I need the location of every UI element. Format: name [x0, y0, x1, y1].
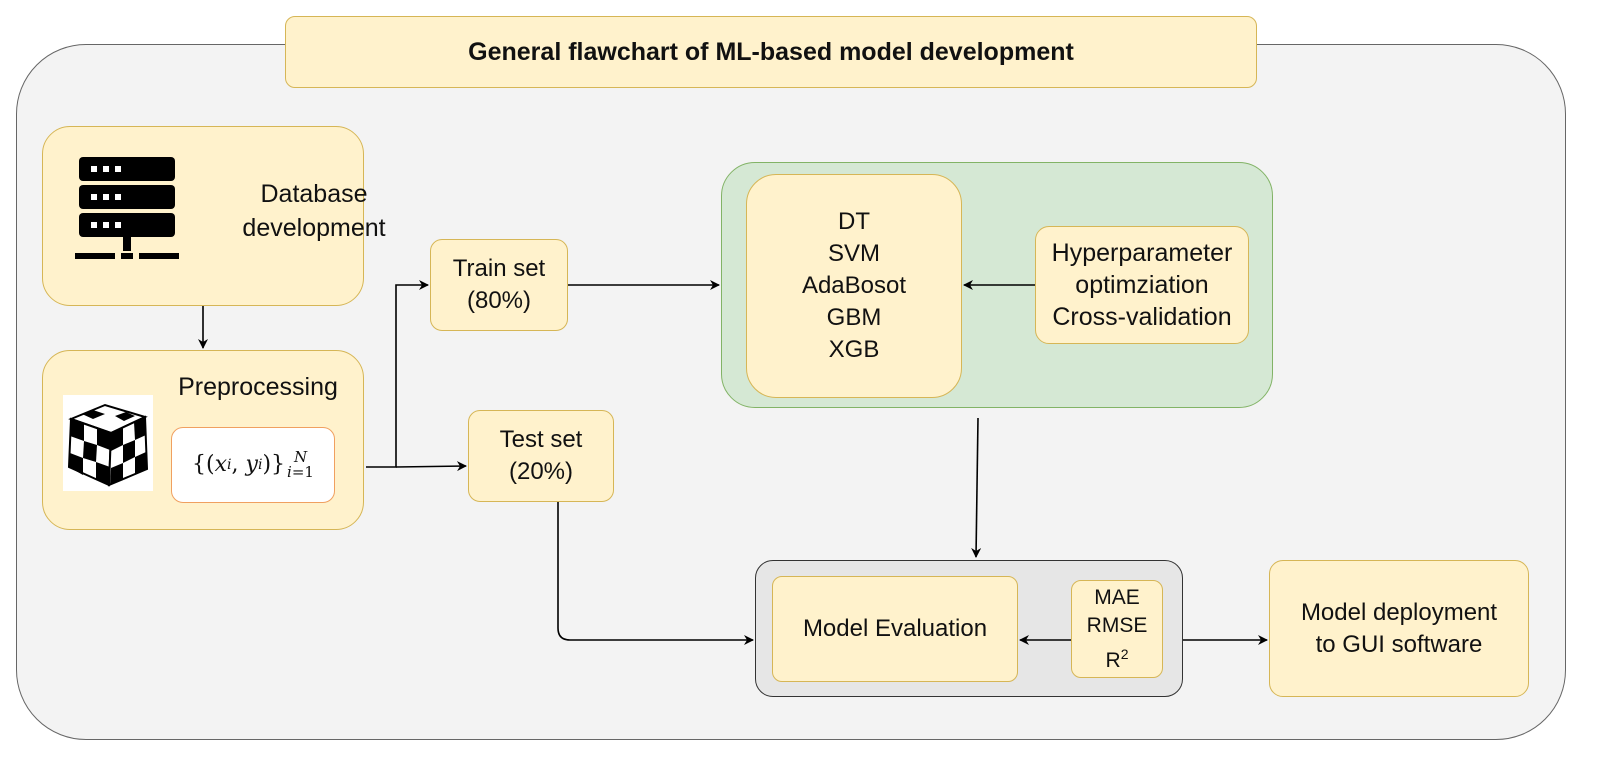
database-development-box: Database development	[42, 126, 386, 306]
arrow-test-to-evaluation	[557, 502, 754, 645]
arrow-preprocessing-split	[366, 280, 429, 468]
arrow-models-to-evaluation	[971, 417, 982, 558]
preprocessing-label: Preprocessing	[178, 373, 338, 401]
model-xgb: XGB	[828, 336, 880, 363]
deployment-line1: Model deployment	[1300, 598, 1498, 626]
hyperparameter-line1: Hyperparameter	[1051, 239, 1233, 267]
test-set-percent: (20%)	[508, 458, 574, 485]
train-set-percent: (80%)	[466, 287, 532, 314]
test-set-box: Test set (20%)	[468, 410, 614, 502]
metric-rmse: RMSE	[1086, 613, 1148, 637]
metric-mae: MAE	[1094, 585, 1140, 609]
metric-r: R	[1105, 648, 1121, 672]
server-icon	[75, 157, 179, 259]
metric-r2: R2	[1106, 640, 1129, 675]
model-adaboost: AdaBosot	[801, 272, 907, 299]
model-dt: DT	[838, 208, 870, 235]
model-svm: SVM	[827, 240, 880, 267]
model-evaluation-box: Model Evaluation	[772, 576, 1018, 682]
model-gbm: GBM	[826, 304, 882, 331]
test-set-label: Test set	[499, 426, 583, 453]
train-set-label: Train set	[452, 255, 546, 282]
metrics-box: MAE RMSE R2	[1071, 580, 1163, 678]
hyperparameter-line3: Cross-validation	[1052, 303, 1232, 331]
train-set-box: Train set (80%)	[430, 239, 568, 331]
metric-r-superscript: 2	[1120, 645, 1129, 662]
rubiks-cube-icon	[63, 395, 153, 491]
hyperparameter-box: Hyperparameter optimziation Cross-valida…	[1035, 226, 1249, 344]
deployment-box: Model deployment to GUI software	[1269, 560, 1529, 697]
arrow-to-test	[395, 461, 467, 472]
database-label-line1: Database	[260, 180, 368, 208]
diagram-title: General flawchart of ML-based model deve…	[285, 16, 1257, 88]
deployment-line2: to GUI software	[1315, 630, 1483, 658]
database-label: Database development	[235, 177, 393, 245]
hyperparameter-line2: optimziation	[1075, 271, 1209, 299]
models-box: DT SVM AdaBosot GBM XGB	[746, 174, 962, 398]
database-label-line2: development	[242, 214, 386, 242]
